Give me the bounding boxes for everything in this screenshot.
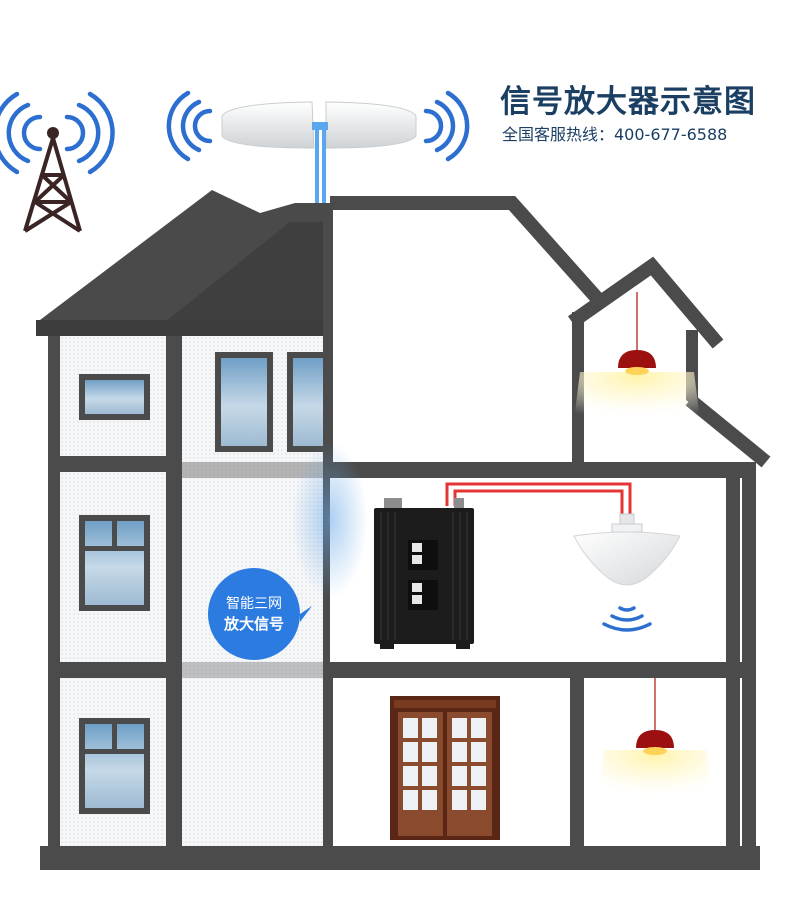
page-title: 信号放大器示意图 [500,84,756,120]
signal-amplifier-icon [374,498,474,649]
window-icon [79,374,150,420]
hotline-text: 全国客服热线：400-677-6588 [502,125,728,144]
badge-line-1: 智能三网 [226,596,282,612]
cell-tower-icon [0,91,115,233]
badge-bubble [208,568,312,660]
house-roof [36,190,330,336]
window-icon [79,718,150,814]
pendant-lamp-icon [574,292,700,420]
badge-line-2: 放大信号 [223,615,284,633]
ceiling-antenna-icon [573,513,681,632]
pendant-lamp-icon [598,678,712,800]
window-icon [215,352,273,452]
outdoor-antenna-icon [166,90,470,162]
signal-halo [292,442,368,598]
door-icon [390,696,500,840]
amplify-badge: 智能三网 放大信号 [208,588,300,646]
window-icon [79,515,150,611]
